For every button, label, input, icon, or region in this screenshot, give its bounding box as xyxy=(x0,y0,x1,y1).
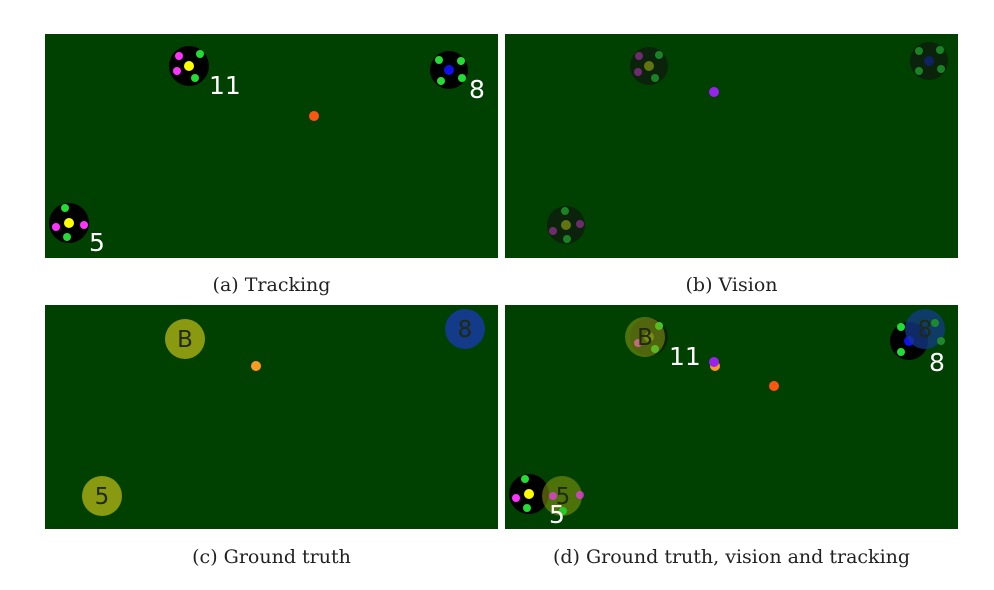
panel-combined: B 11 8 8 5 5 xyxy=(505,305,958,529)
robot-label-5: 5 xyxy=(89,228,105,257)
vision-robot-bottom xyxy=(547,206,585,244)
gt-robot-5: 5 xyxy=(82,476,122,516)
vision-field xyxy=(547,42,948,244)
gt-label-8: 8 xyxy=(458,317,473,343)
caption-tracking: (a) Tracking xyxy=(212,274,331,296)
panel-vision xyxy=(505,34,958,258)
combined-tracking-ball xyxy=(769,381,779,391)
combined-robot-label-8: 8 xyxy=(929,348,945,377)
vision-ball xyxy=(709,87,719,97)
combined-vision-ball xyxy=(709,357,719,367)
gt-label-b: B xyxy=(177,327,193,353)
vision-robot-right xyxy=(910,42,948,80)
gt-label-5: 5 xyxy=(95,484,110,510)
combined-field: B 11 8 8 5 5 xyxy=(509,309,945,529)
ball xyxy=(309,111,319,121)
tracking-field: 11 8 5 xyxy=(49,46,485,257)
combined-robot-bottom: 5 5 xyxy=(509,474,584,529)
panel-tracking: 11 8 5 xyxy=(45,34,498,258)
gt-ball xyxy=(251,361,261,371)
combined-robot-top: B 11 xyxy=(625,317,701,371)
gt-robot-b: B xyxy=(165,319,205,359)
ground-truth-field: B 8 5 xyxy=(82,309,485,516)
combined-robot-label-11: 11 xyxy=(669,342,701,371)
combined-robot-label-5: 5 xyxy=(549,500,565,529)
combined-gt-label-8: 8 xyxy=(918,317,933,343)
vision-robot-top xyxy=(630,47,668,85)
robot-label-11: 11 xyxy=(209,71,241,100)
caption-vision: (b) Vision xyxy=(685,274,778,296)
robot-8: 8 xyxy=(430,51,485,104)
combined-gt-label-5: 5 xyxy=(556,484,571,510)
robot-label-8: 8 xyxy=(469,75,485,104)
panel-ground-truth: B 8 5 xyxy=(45,305,498,529)
robot-5: 5 xyxy=(49,203,105,257)
combined-gt-label-b: B xyxy=(637,325,653,351)
robot-11: 11 xyxy=(169,46,241,100)
caption-ground-truth: (c) Ground truth xyxy=(192,546,351,568)
gt-robot-8: 8 xyxy=(445,309,485,349)
combined-robot-right: 8 8 xyxy=(890,309,945,377)
caption-combined: (d) Ground truth, vision and tracking xyxy=(552,546,911,568)
